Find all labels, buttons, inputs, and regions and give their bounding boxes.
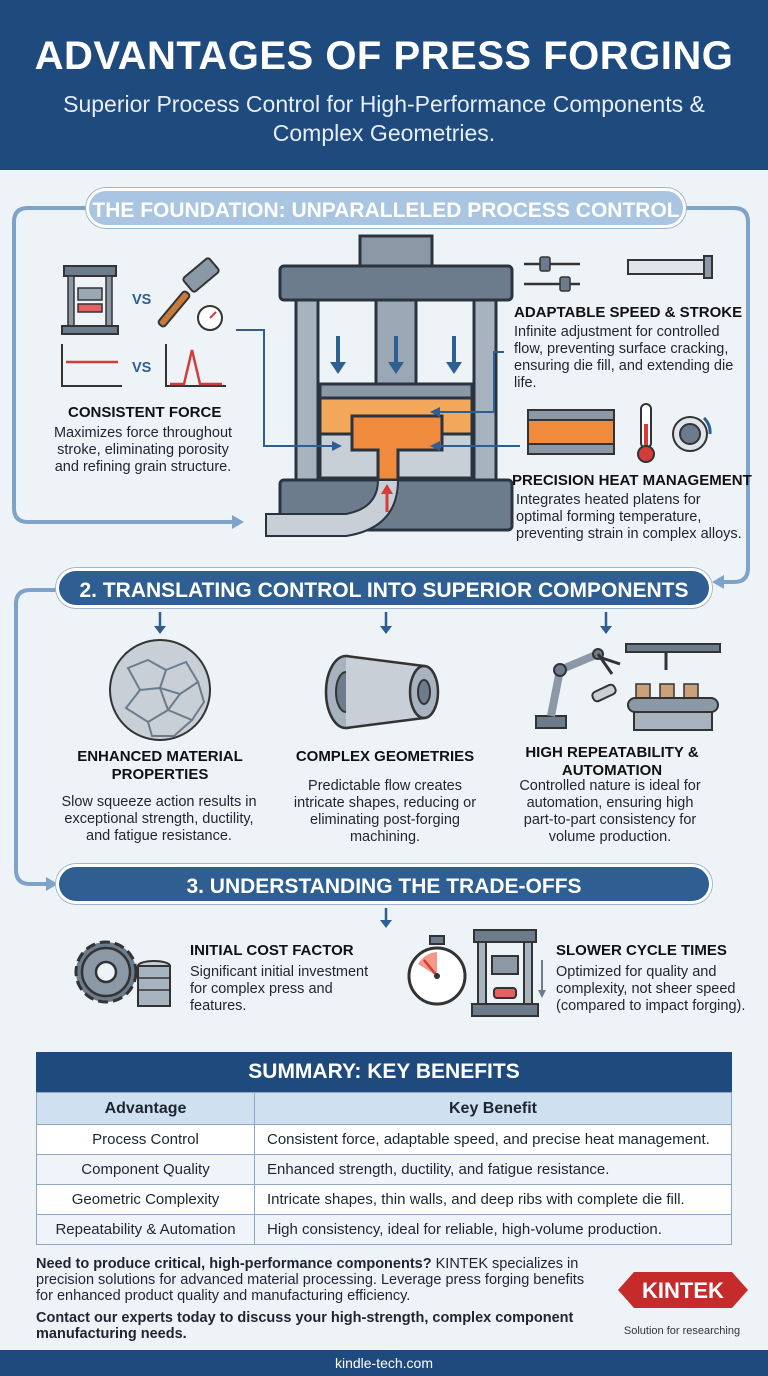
complex-part-icon [324,654,440,730]
table-cell-benefit: Enhanced strength, ductility, and fatigu… [254,1154,732,1185]
speed-slider-icon [524,256,580,292]
robot-arm-icon [535,648,621,729]
material-properties-title: ENHANCED MATERIAL PROPERTIES [77,748,243,783]
table-cell-advantage: Component Quality [36,1154,255,1185]
header: ADVANTAGES OF PRESS FORGING Superior Pro… [0,0,768,170]
stroke-ruler-icon [627,255,713,279]
conveyor-icon [625,643,721,731]
heat-management-text: Integrates heated platens for optimal fo… [516,492,742,542]
table-cell-benefit: Consistent force, adaptable speed, and p… [254,1124,732,1155]
stopwatch-icon [407,935,467,1006]
table-row: Geometric Complexity Intricate shapes, t… [36,1184,732,1215]
table-row: Repeatability & Automation High consiste… [36,1214,732,1245]
page-title: ADVANTAGES OF PRESS FORGING [34,34,734,78]
consistent-force-text: Maximizes force throughout stroke, elimi… [53,425,233,475]
consistent-force-title: CONSISTENT FORCE [68,404,222,421]
table-cell-benefit: High consistency, ideal for reliable, hi… [254,1214,732,1245]
summary-title: SUMMARY: KEY BENEFITS [36,1052,732,1092]
repeatability-title: HIGH REPEATABILITY & AUTOMATION [525,744,699,779]
logo-wordmark: KINTEK [642,1278,724,1303]
adaptable-speed-title: ADAPTABLE SPEED & STROKE [514,304,743,321]
section-foundation-banner: THE FOUNDATION: UNPARALLELED PROCESS CON… [86,188,686,228]
section-components-banner: 2. TRANSLATING CONTROL INTO SUPERIOR COM… [56,568,712,608]
footer: kindle-tech.com [0,1350,768,1376]
forging-press-illustration [265,234,514,537]
column-header-key-benefit: Key Benefit [254,1092,732,1125]
section2-down-arrows [154,612,612,634]
cta-paragraph: Need to produce critical, high-performan… [36,1256,596,1304]
gear-icon [74,940,171,1007]
table-row: Process Control Consistent force, adapta… [36,1124,732,1155]
table-cell-benefit: Intricate shapes, thin walls, and deep r… [254,1184,732,1215]
kintek-logo[interactable]: KINTEK [618,1270,748,1310]
logo-tagline: Solution for researching [623,1325,741,1337]
cost-factor-title: INITIAL COST FACTOR [190,942,354,959]
grain-structure-icon [109,639,211,741]
vs-label-1: VS [132,292,152,308]
cta-contact: Contact our experts today to discuss you… [36,1310,574,1342]
repeatability-text: Controlled nature is ideal for automatio… [519,778,701,845]
impact-force-graph-icon [165,344,226,387]
page-subtitle: Superior Process Control for High-Perfor… [63,91,705,146]
cycle-times-text: Optimized for quality and complexity, no… [556,964,746,1014]
summary-table: SUMMARY: KEY BENEFITS Advantage Key Bene… [36,1052,732,1245]
material-properties-text: Slow squeeze action results in exception… [61,794,257,844]
thermometer-icon [637,403,655,463]
footer-link[interactable]: kindle-tech.com [334,1355,434,1371]
table-header-row: Advantage Key Benefit [36,1092,732,1125]
heat-dial-icon [672,416,712,452]
heated-platen-icon [527,409,615,455]
hammer-icon [157,257,223,331]
table-row: Component Quality Enhanced strength, duc… [36,1154,732,1185]
cost-factor-text: Significant initial investment for compl… [190,964,369,1014]
constant-force-graph-icon [61,344,122,387]
benefits-table: Advantage Key Benefit Process Control Co… [36,1092,732,1245]
vs-label-2: VS [132,360,152,376]
table-cell-advantage: Process Control [36,1124,255,1155]
section3-down-arrow [380,908,392,928]
table-cell-advantage: Geometric Complexity [36,1184,255,1215]
column-header-advantage: Advantage [36,1092,255,1125]
adaptable-speed-text: Infinite adjustment for controlled flow,… [514,324,734,391]
heat-management-title: PRECISION HEAT MANAGEMENT [512,472,752,489]
slow-press-icon [471,929,546,1017]
section-tradeoffs-banner: 3. UNDERSTANDING THE TRADE-OFFS [56,864,712,904]
cycle-times-title: SLOWER CYCLE TIMES [556,942,727,959]
complex-geometries-text: Predictable flow creates intricate shape… [293,778,477,845]
press-small-icon [61,265,119,335]
cta-text: KINTEK specializes in precision solution… [36,1256,585,1304]
cta-question: Need to produce critical, high-performan… [36,1256,432,1272]
table-cell-advantage: Repeatability & Automation [36,1214,255,1245]
connector-arrows [236,329,520,451]
complex-geometries-title: COMPLEX GEOMETRIES [295,748,475,765]
